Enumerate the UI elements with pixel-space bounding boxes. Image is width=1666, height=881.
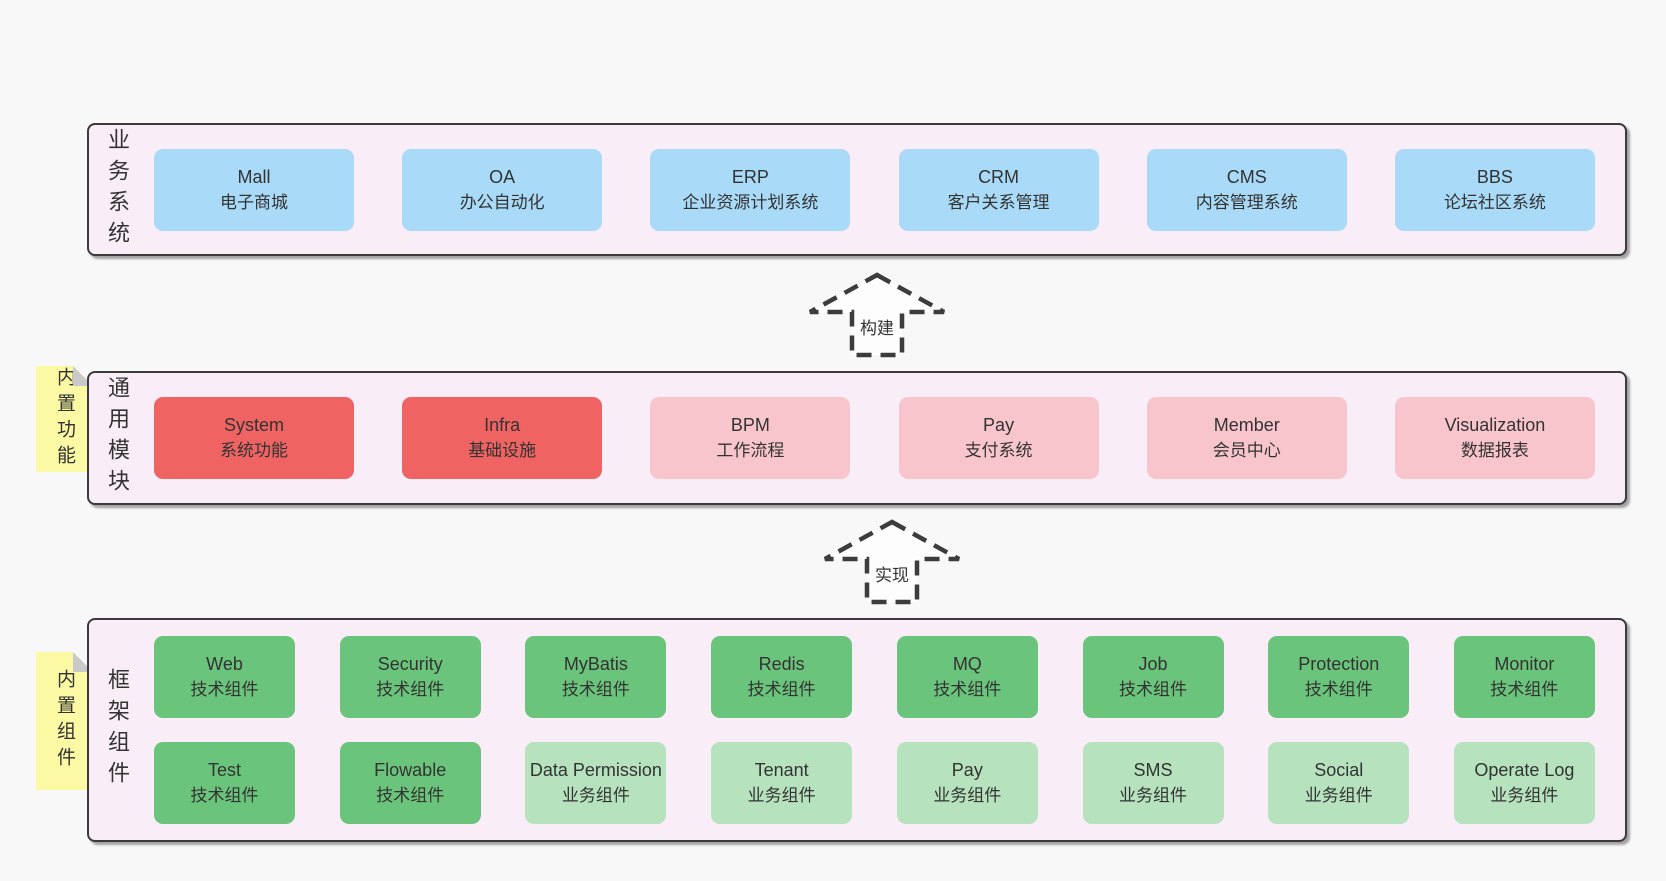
box-protection: Protection 技术组件 bbox=[1268, 636, 1410, 718]
box-crm: CRM 客户关系管理 bbox=[898, 148, 1099, 231]
box-visualization: Visualization 数据报表 bbox=[1394, 397, 1595, 479]
common-modules-row: System 系统功能 Infra 基础设施 BPM 工作流程 Pay 支付系统… bbox=[154, 373, 1595, 503]
box-mq: MQ 技术组件 bbox=[896, 636, 1038, 718]
panel-business-systems: 业务系统 Mall 电子商城 OA 办公自动化 ERP 企业资源计划系统 CRM… bbox=[87, 123, 1627, 256]
box-monitor: Monitor 技术组件 bbox=[1453, 636, 1595, 718]
box-oa: OA 办公自动化 bbox=[402, 148, 603, 231]
box-tenant: Tenant 业务组件 bbox=[711, 742, 853, 824]
arrow-implement: 实现 bbox=[822, 519, 962, 605]
box-job: Job 技术组件 bbox=[1082, 636, 1224, 718]
arrow-build-label: 构建 bbox=[858, 314, 896, 339]
arrow-build: 构建 bbox=[807, 272, 947, 358]
tech-components-row: Web 技术组件 Security 技术组件 MyBatis 技术组件 Redi… bbox=[154, 636, 1595, 718]
box-sms: SMS 业务组件 bbox=[1082, 742, 1224, 824]
biz-components-row: Test 技术组件 Flowable 技术组件 Data Permission … bbox=[154, 742, 1595, 824]
panel-common-modules: 通用模块 System 系统功能 Infra 基础设施 BPM 工作流程 Pay… bbox=[87, 371, 1627, 505]
panel-framework-components: 框架组件 Web 技术组件 Security 技术组件 MyBatis 技术组件… bbox=[87, 618, 1627, 842]
box-member: Member 会员中心 bbox=[1146, 397, 1347, 479]
box-test: Test 技术组件 bbox=[154, 742, 295, 824]
panel-label-framework-components: 框架组件 bbox=[105, 668, 130, 792]
box-operate-log: Operate Log 业务组件 bbox=[1453, 742, 1595, 824]
sticky-note-label: 内置组件 bbox=[54, 669, 75, 773]
box-cms: CMS 内容管理系统 bbox=[1146, 148, 1347, 231]
sticky-note-builtin-components: 内置组件 bbox=[36, 652, 93, 790]
framework-components-rows: Web 技术组件 Security 技术组件 MyBatis 技术组件 Redi… bbox=[154, 620, 1595, 840]
box-mall: Mall 电子商城 bbox=[154, 148, 354, 231]
box-mybatis: MyBatis 技术组件 bbox=[525, 636, 667, 718]
box-infra: Infra 基础设施 bbox=[402, 397, 603, 479]
box-flowable: Flowable 技术组件 bbox=[339, 742, 481, 824]
box-security: Security 技术组件 bbox=[339, 636, 481, 718]
box-bpm: BPM 工作流程 bbox=[650, 397, 851, 479]
box-web: Web 技术组件 bbox=[154, 636, 295, 718]
box-bbs: BBS 论坛社区系统 bbox=[1394, 148, 1595, 231]
business-systems-row: Mall 电子商城 OA 办公自动化 ERP 企业资源计划系统 CRM 客户关系… bbox=[154, 125, 1595, 254]
arrow-implement-label: 实现 bbox=[873, 561, 911, 586]
panel-label-common-modules: 通用模块 bbox=[105, 376, 130, 500]
box-pay-component: Pay 业务组件 bbox=[896, 742, 1038, 824]
box-redis: Redis 技术组件 bbox=[711, 636, 853, 718]
box-social: Social 业务组件 bbox=[1268, 742, 1410, 824]
box-system: System 系统功能 bbox=[154, 397, 354, 479]
panel-label-business-systems: 业务系统 bbox=[105, 127, 130, 252]
sticky-note-label: 内置功能 bbox=[54, 367, 75, 471]
box-pay: Pay 支付系统 bbox=[898, 397, 1099, 479]
box-data-permission: Data Permission 业务组件 bbox=[525, 742, 667, 824]
box-erp: ERP 企业资源计划系统 bbox=[650, 148, 851, 231]
sticky-note-builtin-features: 内置功能 bbox=[36, 366, 93, 472]
